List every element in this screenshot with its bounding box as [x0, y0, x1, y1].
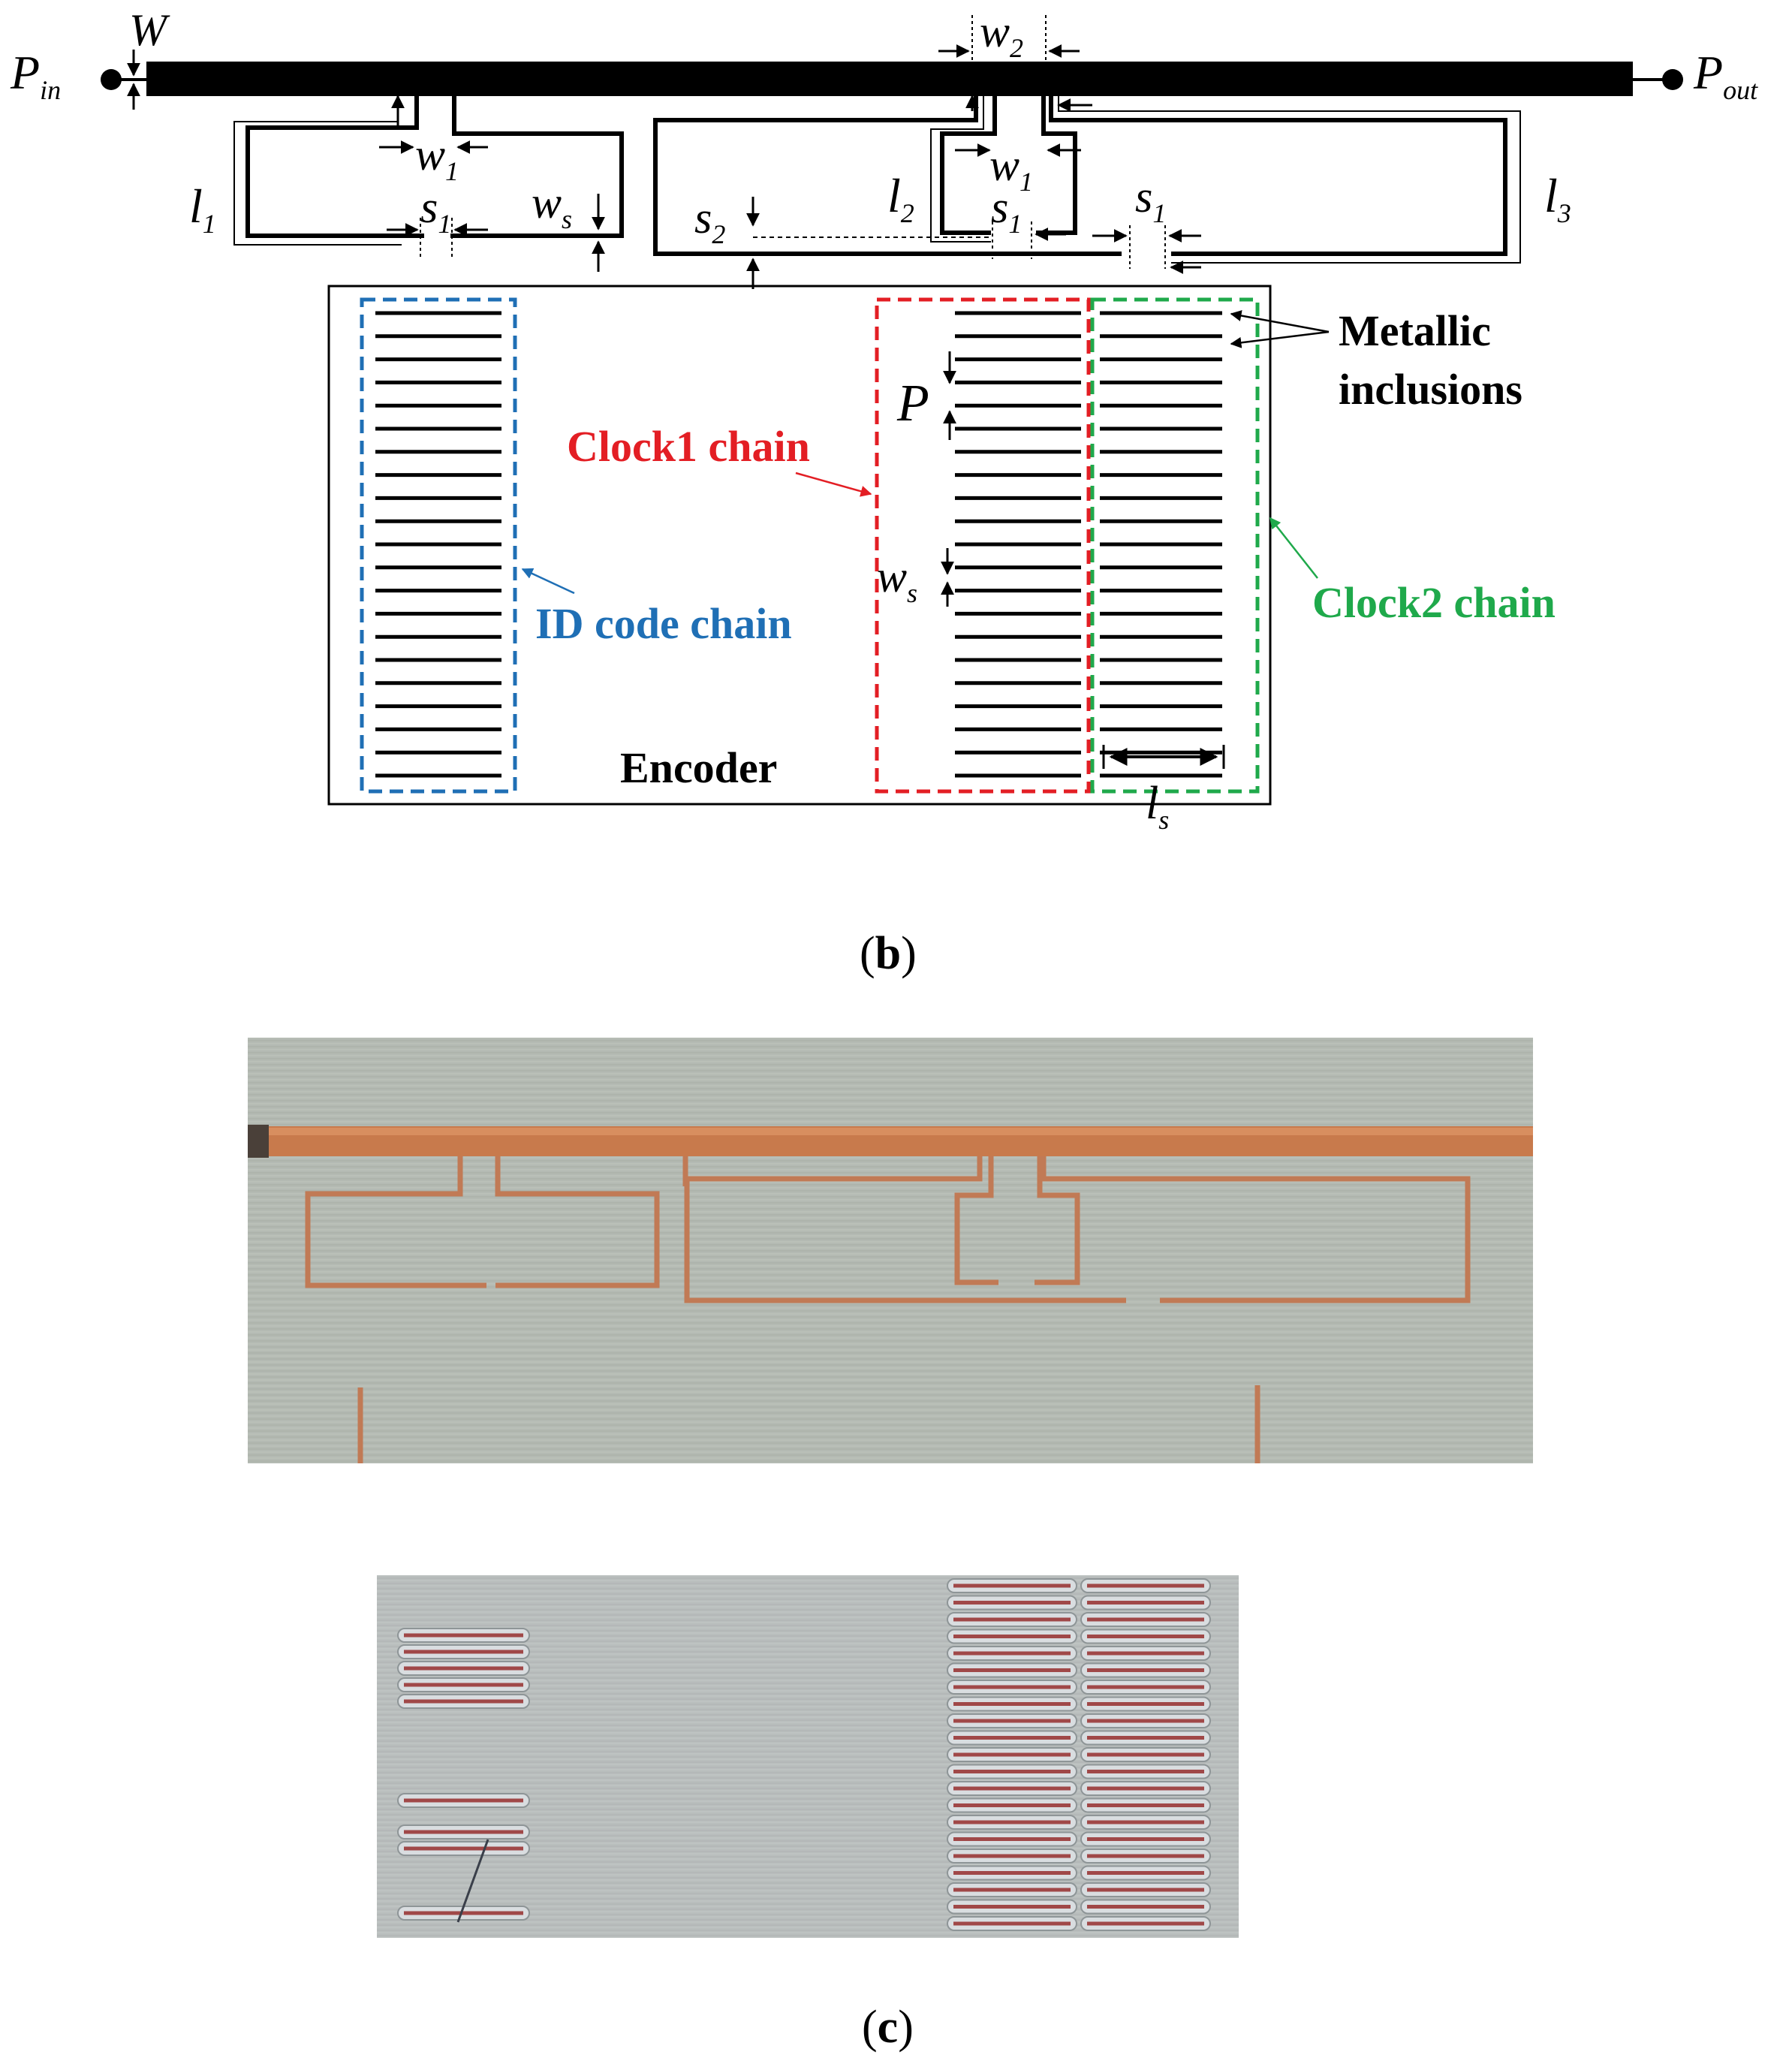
clock2-strips [1100, 311, 1222, 778]
dim-P: P [896, 375, 929, 432]
clock1-strips [955, 311, 1081, 778]
photo-resonator-right [357, 1156, 1471, 1463]
id-code-box [360, 297, 517, 794]
l2-outline [930, 96, 991, 243]
metallic-arrow-2 [1230, 330, 1330, 348]
photo-bottom [377, 1575, 1239, 1938]
metallic-label-2: inclusions [1339, 365, 1522, 414]
dim-w1-left: w1 [415, 130, 459, 186]
resonator-l2-l3 [653, 96, 1507, 256]
metallic-label-1: Metallic [1339, 306, 1491, 355]
photo-pen-mark [456, 1839, 489, 1923]
id-code-arrow [521, 568, 575, 595]
dim-w2: w2 [980, 7, 1023, 63]
dim-ws-mid: ws [877, 552, 917, 608]
dim-s1-right: s1 [1135, 172, 1166, 228]
dim-l1: l1 [189, 179, 216, 239]
port-in-label: Pin [10, 46, 61, 105]
dim-l3: l3 [1544, 169, 1571, 228]
encoder: P ws ls Metallic inclusions Clock1 chain… [327, 285, 1556, 835]
clock1-arrow [795, 472, 872, 497]
dim-l2: l2 [887, 169, 914, 228]
panel-label-b: (b) [860, 928, 917, 979]
photo-id-strips [397, 1628, 530, 1921]
dim-s2: s2 [694, 193, 725, 249]
dim-w1-mid: w1 [989, 140, 1033, 197]
clock1-label: Clock1 chain [567, 422, 810, 471]
clock1-box [875, 297, 1091, 794]
l1-outline [233, 96, 402, 246]
main-line [146, 62, 1633, 96]
resonator-l1 [245, 96, 624, 238]
clock2-arrow [1269, 517, 1318, 579]
dim-W: W [129, 5, 170, 55]
encoder-label: Encoder [620, 743, 777, 792]
photo-top-substrate [248, 1038, 1533, 1463]
photo-top [248, 1038, 1533, 1463]
id-code-label: ID code chain [535, 599, 792, 648]
clock2-box [1090, 297, 1260, 794]
dim-ws-top: ws [532, 178, 572, 234]
panel-label-c: (c) [862, 2002, 914, 2053]
metallic-arrow-1 [1230, 310, 1330, 333]
dim-s1-left: s1 [420, 182, 451, 239]
dim-ls: ls [1146, 778, 1169, 835]
dim-s1-mid: s1 [991, 182, 1022, 239]
encoder-frame [327, 285, 1272, 806]
clock2-label: Clock2 chain [1312, 578, 1556, 627]
photo-clock-strips [947, 1578, 1211, 1931]
schematic: Pin Pout W l1 w1 s1 ws w2 [10, 5, 1758, 289]
id-code-strips [375, 311, 501, 778]
port-out-label: Pout [1693, 46, 1758, 105]
port-out-dot [1662, 69, 1683, 90]
